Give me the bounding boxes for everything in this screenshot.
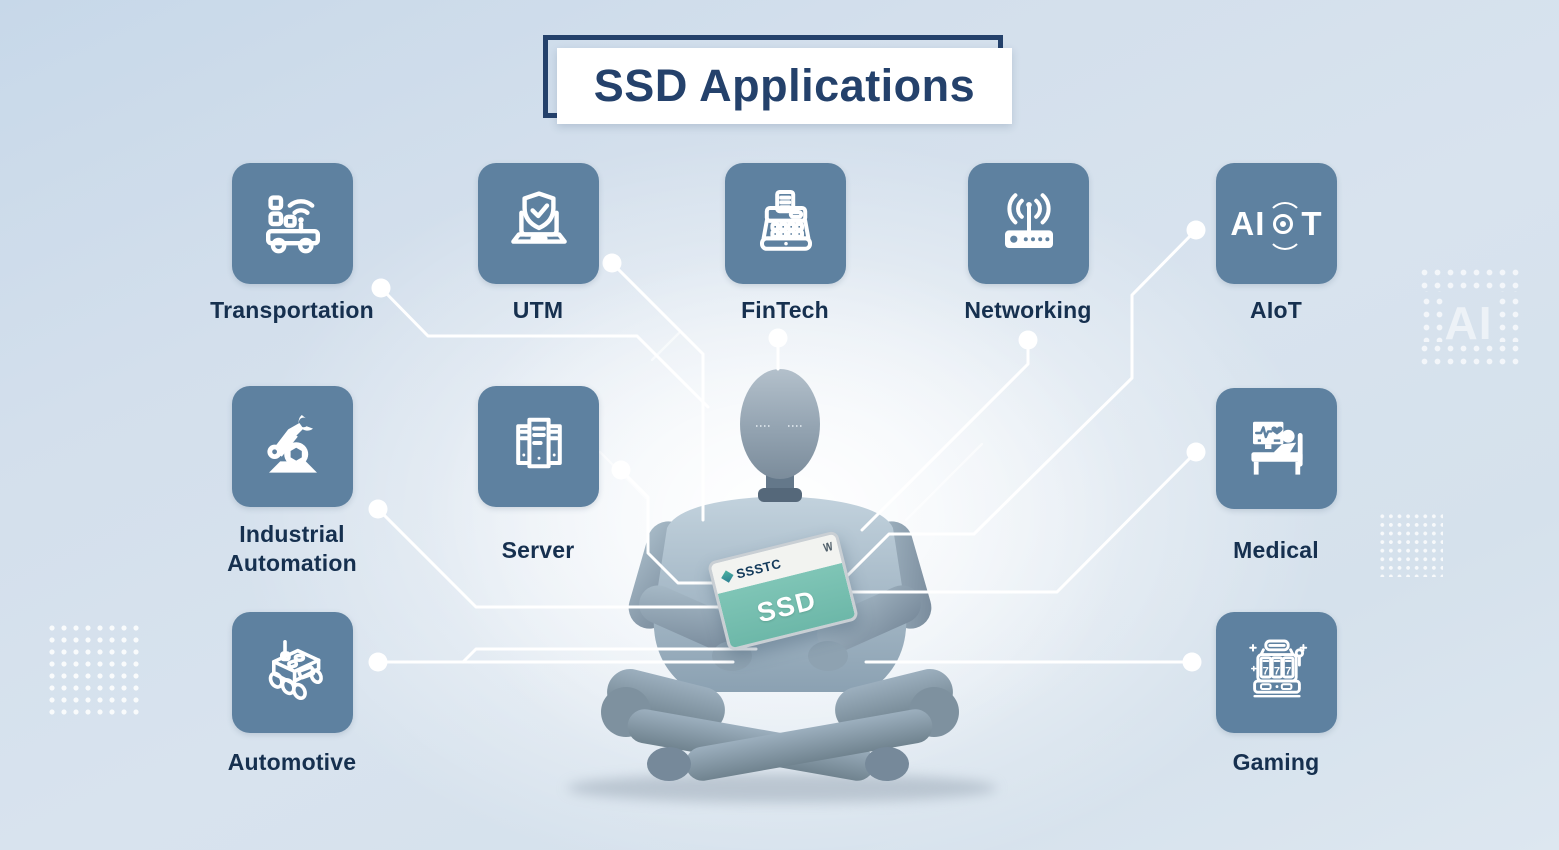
page-title: SSD Applications [593, 60, 976, 111]
laptop-shield-icon [510, 190, 567, 244]
slot-reel-7-left: 7 [1262, 665, 1268, 677]
hospital-bed-icon [1250, 421, 1303, 475]
transport-cart-icon [265, 194, 320, 253]
slot-machine-icon: 7 7 7 [1248, 639, 1307, 697]
tile-utm [478, 163, 599, 284]
connector-dot-gaming [1182, 652, 1202, 672]
tile-label-transportation: Transportation [210, 297, 374, 323]
connector-dot-medical [1186, 442, 1206, 462]
tile-label-utm: UTM [512, 297, 564, 323]
tile-label-medical: Medical [1233, 537, 1319, 563]
ssstc-logo-icon [721, 569, 734, 583]
tile-gaming: 7 7 7 [1216, 612, 1337, 733]
router-antenna-icon [1004, 192, 1053, 248]
connector-dot-transportation [371, 278, 391, 298]
tile-label-networking: Networking [964, 297, 1092, 323]
ssd-vendor-text: SSSTC [734, 555, 783, 582]
dot-grid-bottom-left [46, 622, 141, 717]
tile-medical [1216, 388, 1337, 509]
chip-dots-left [1418, 291, 1443, 342]
ai-watermark-text: AI [1444, 296, 1493, 349]
robot-head [740, 369, 820, 479]
connector-dot-industrial-automation [368, 499, 388, 519]
tile-label-aiot: AIoT [1250, 297, 1302, 323]
slot-reel-7-center: 7 [1273, 665, 1279, 677]
aiot-icon-text-right: T [1301, 204, 1323, 242]
dot-grid-right [1378, 512, 1443, 577]
tile-networking [968, 163, 1089, 284]
chip-dots-bottom [1418, 342, 1519, 367]
ssd-serial-mark: \/\/ [822, 541, 834, 555]
cash-register-icon [759, 189, 812, 251]
slot-reel-7-right: 7 [1285, 665, 1291, 677]
tile-server [478, 386, 599, 507]
server-rack-icon [515, 417, 562, 468]
connector-dot-automotive [368, 652, 388, 672]
tile-aiot: AI T [1216, 163, 1337, 284]
aiot-radar-o-icon [1267, 201, 1304, 250]
tile-transportation [232, 163, 353, 284]
robot-right-foot [865, 747, 909, 781]
chip-dots-right [1494, 291, 1519, 342]
tile-label-server: Server [501, 537, 575, 563]
ai-chip-watermark: AI [1418, 266, 1519, 367]
tile-fintech [725, 163, 846, 284]
tile-automotive [232, 612, 353, 733]
ssd-label-text: SSD [754, 584, 820, 629]
robot-collar [758, 488, 802, 502]
tile-industrial-automation [232, 386, 353, 507]
robot-right-shin [685, 709, 933, 781]
robot-arm-icon [266, 414, 317, 473]
aiot-radar-icon: AI T [1230, 201, 1323, 250]
aiot-icon-text-left: AI [1230, 204, 1266, 242]
title-box: SSD Applications [557, 48, 1012, 124]
chip-dots-top [1418, 266, 1519, 291]
robot-left-foot [647, 747, 691, 781]
connector-dot-aiot [1186, 220, 1206, 240]
tile-label-gaming: Gaming [1232, 749, 1320, 775]
tile-label-industrial-automation: Industrial Automation [227, 521, 357, 576]
tile-label-fintech: FinTech [741, 297, 829, 323]
robot-shadow [567, 773, 997, 803]
title-block: SSD Applications [543, 33, 1015, 129]
rover-vehicle-icon [268, 639, 323, 700]
robot-right-hand [808, 641, 848, 671]
tile-label-automotive: Automotive [227, 749, 357, 775]
